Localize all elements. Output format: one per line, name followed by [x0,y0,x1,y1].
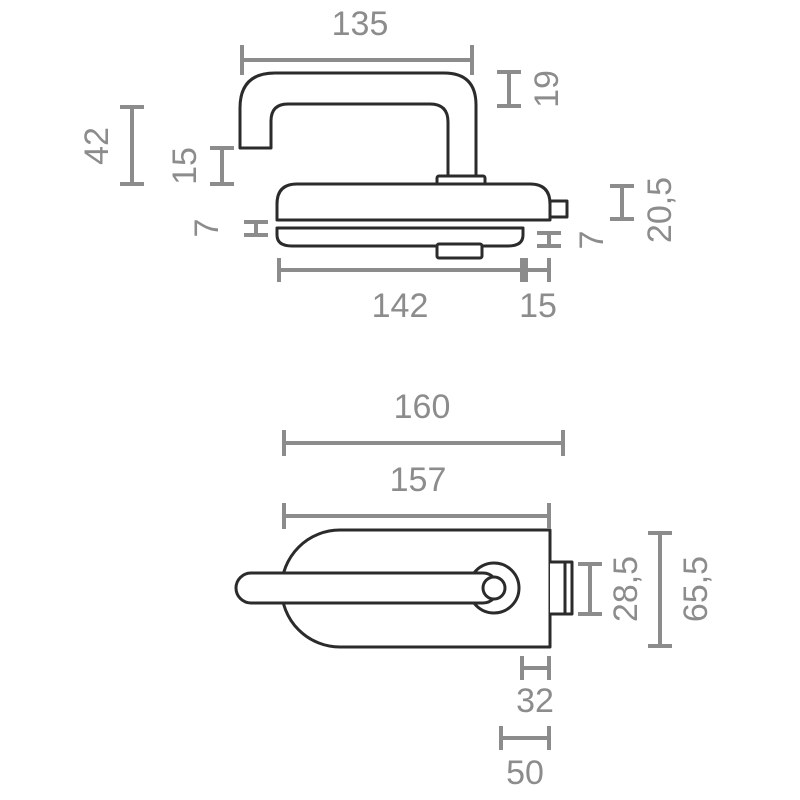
dim-handle-length [240,45,474,75]
front-view: 160 157 28,5 65,5 32 [234,388,715,792]
rose-inner [481,575,507,601]
dim-plate-height-front [648,531,672,648]
dim-handle-height [120,105,144,186]
label-bolt-length: 15 [519,287,557,325]
dim-offset [499,726,551,750]
label-plate-height-front: 65,5 [677,556,715,622]
dim-handle-tip [210,146,234,186]
dim-overall-width [282,430,565,456]
lever-handle-side [238,71,478,180]
latch-piece [435,242,484,260]
bolt-front [550,560,574,616]
lower-plate [275,226,525,248]
lever-handle-front [234,571,500,605]
dim-plate-width [282,503,551,529]
label-body-length: 142 [372,287,429,325]
label-handle-tip: 15 [166,147,204,185]
dim-bolt-length [520,258,551,282]
label-lower-plate-right: 7 [573,231,611,250]
label-bolt-height: 28,5 [607,556,645,622]
label-handle-height: 42 [78,127,116,165]
label-handle-length: 135 [332,5,389,43]
label-offset: 50 [506,754,544,792]
label-handle-thickness: 19 [528,70,566,108]
dim-plate-height [610,184,634,221]
dim-lower-plate-left [244,220,268,237]
label-lower-plate-left: 7 [188,219,226,238]
label-overall-width: 160 [394,388,451,426]
dim-lower-plate-right [537,231,561,248]
bolt-side [548,199,569,219]
label-plate-width: 157 [390,461,447,499]
side-view: 135 19 42 15 20,5 [78,5,679,325]
dim-small-gap [520,656,551,680]
dim-handle-thickness [497,70,521,108]
label-plate-height: 20,5 [641,177,679,243]
dim-bolt-height [578,562,602,616]
dim-body-length [277,258,522,282]
label-small-gap: 32 [516,682,554,720]
lock-body-side [275,182,552,222]
